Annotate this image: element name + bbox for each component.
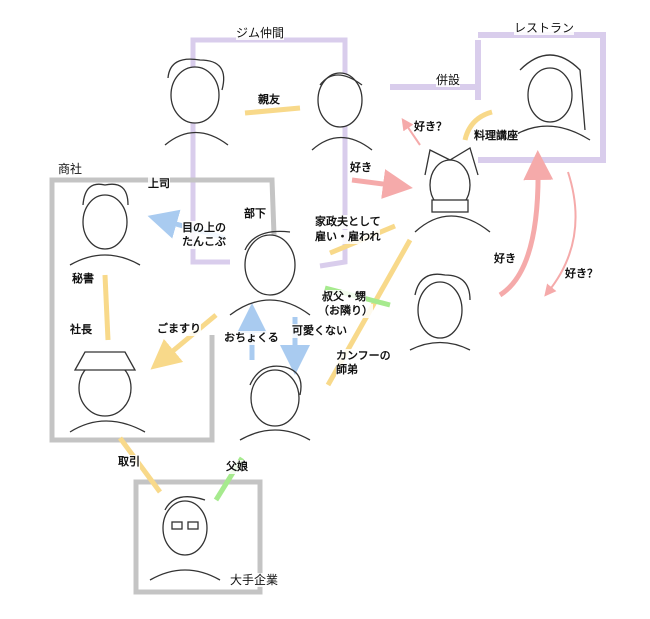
label-likes1: 好き [350,161,372,175]
label-flattery: ごますり [157,322,201,336]
secretary-line [102,274,111,341]
label-secretary: 秘書 [72,272,94,286]
curly-man-portrait [409,273,471,351]
label-cooking: 料理講座 [474,129,518,143]
label-annex: 併設 [436,73,461,87]
flattery-arrow [150,313,218,370]
girl-portrait [239,365,311,441]
label-president: 社長 [70,323,92,337]
likes-q-arrow-2 [544,171,577,297]
trading-group-frame [49,177,278,443]
glasses-man-portrait [149,496,221,581]
label-subordinate: 部下 [244,207,266,221]
best-friends-line [244,105,301,116]
likes-arrow-2 [498,150,554,298]
center-man-portrait [229,230,311,316]
label-corp: 大手企業 [230,573,279,587]
label-restaurant: レストラン [514,21,575,35]
label-housekeeper-2: 雇い・雇われ [315,230,381,244]
label-not-cute: 可愛くない [292,324,347,338]
label-tease: おちょくる [224,331,279,345]
boss-portrait [69,183,141,266]
label-kungfu-1: カンフーの [336,349,391,363]
label-housekeeper-1: 家政夫として [315,215,381,229]
label-eyesore-2: たんこぶ [182,235,226,249]
label-father-daughter: 父娘 [226,460,248,474]
label-trading: 商社 [58,162,83,176]
label-likes-q1: 好き？ [414,120,447,134]
label-eyesore-1: 目の上の [182,221,226,235]
label-gym: ジム仲間 [236,26,285,40]
corp-group-frame [133,479,263,595]
label-uncle-1: 叔父・甥 [322,290,366,304]
label-uncle-2: （お隣り） [318,304,373,318]
label-likes-q2: 好き？ [565,267,598,281]
cooking-line [462,109,493,141]
label-boss: 上司 [148,177,170,191]
label-likes2: 好き [494,252,516,266]
gym-group-frame [190,37,348,269]
likes-q-arrow-1 [401,118,421,146]
label-kungfu-2: 師弟 [336,363,358,377]
deal-line [117,436,163,494]
president-portrait [69,351,146,433]
restaurant-chef-portrait [514,54,591,141]
gym-man-portrait [311,72,373,151]
scarf-man-portrait [414,147,491,233]
label-deal: 取引 [118,455,140,469]
likes-arrow-1 [351,169,413,199]
gym-woman-portrait [164,58,229,146]
label-best-friends: 親友 [258,93,280,107]
